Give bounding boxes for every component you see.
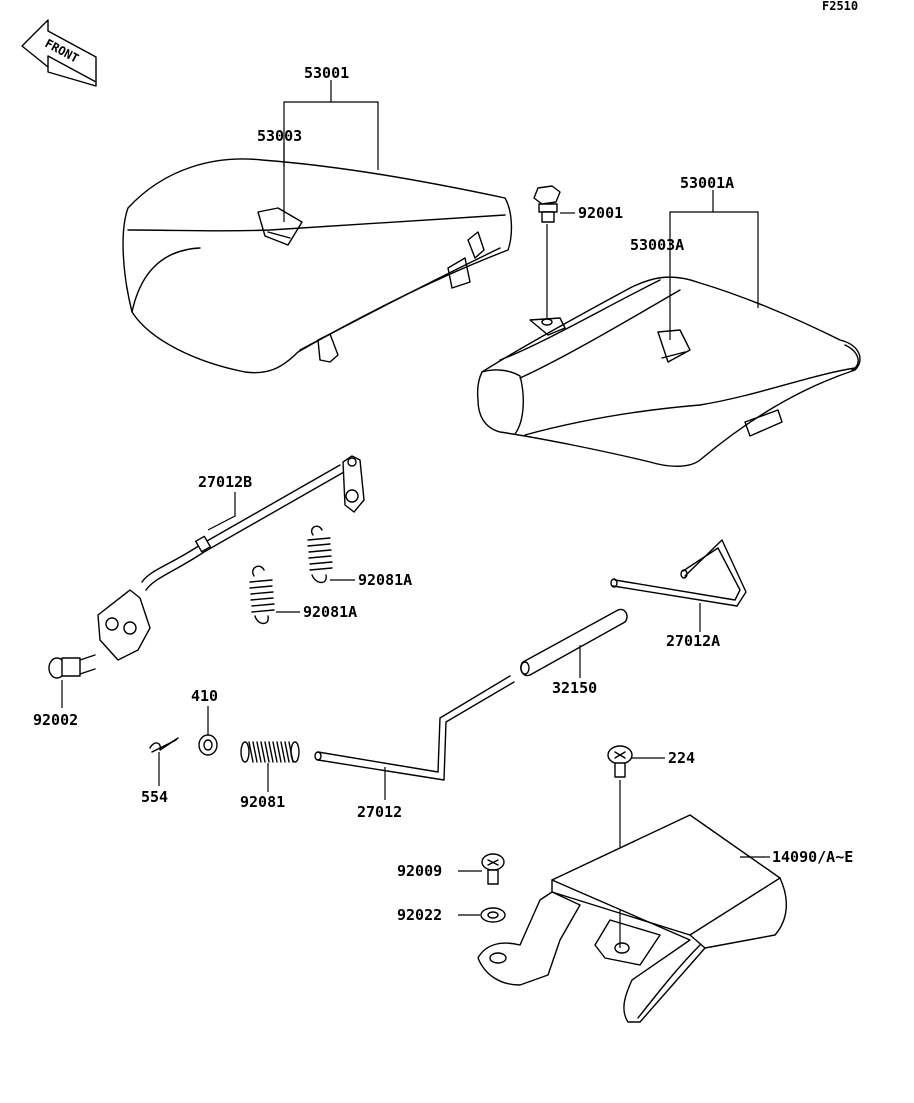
- label-224: 224: [668, 749, 695, 767]
- cover-14090: [477, 814, 788, 1023]
- spring-92081-icon: [240, 741, 300, 763]
- label-27012b: 27012B: [198, 473, 252, 491]
- label-92081: 92081: [240, 793, 285, 811]
- label-32150: 32150: [552, 679, 597, 697]
- bolt-92001-icon: [533, 185, 561, 223]
- washer-410-icon: [198, 734, 218, 756]
- front-seat-53001: [122, 158, 513, 374]
- label-92009: 92009: [397, 862, 442, 880]
- figure-code: F2510: [822, 0, 858, 13]
- rear-seat-53001a: [476, 276, 861, 467]
- spring-92081a-upper-icon: [307, 525, 333, 584]
- tube-32150: [520, 608, 628, 677]
- screw-224-icon: [607, 745, 633, 778]
- label-53001: 53001: [304, 64, 349, 82]
- spring-92081a-lower-icon: [249, 565, 275, 625]
- rod-27012: [314, 675, 515, 781]
- label-554: 554: [141, 788, 168, 806]
- label-92022: 92022: [397, 906, 442, 924]
- label-92081a-upper: 92081A: [358, 571, 412, 589]
- label-14090: 14090/A~E: [772, 848, 853, 866]
- label-53003a: 53003A: [630, 236, 684, 254]
- label-27012a: 27012A: [666, 632, 720, 650]
- label-53003: 53003: [257, 127, 302, 145]
- bolt-92002-icon: [48, 654, 96, 679]
- cotter-pin-554-icon: [149, 737, 179, 753]
- label-27012: 27012: [357, 803, 402, 821]
- washer-92022-icon: [480, 907, 506, 923]
- label-53001a: 53001A: [680, 174, 734, 192]
- front-arrow-icon: FRONT: [21, 19, 97, 87]
- label-92001: 92001: [578, 204, 623, 222]
- rod-27012b: [97, 455, 365, 661]
- label-92081a-lower: 92081A: [303, 603, 357, 621]
- label-410: 410: [191, 687, 218, 705]
- rod-27012a: [610, 539, 747, 607]
- label-92002: 92002: [33, 711, 78, 729]
- screw-92009-icon: [481, 853, 505, 885]
